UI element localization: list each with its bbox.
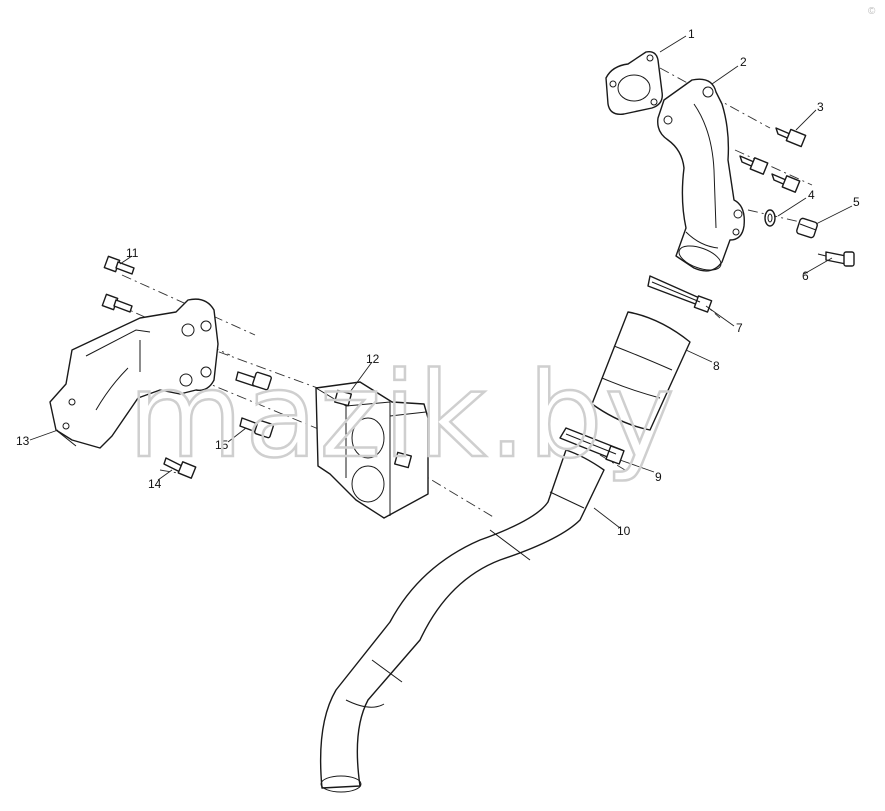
part-hose-sleeve	[591, 311, 691, 431]
label-part-9: 9	[655, 470, 662, 484]
label-part-13: 13	[16, 434, 30, 448]
part-support-block	[315, 381, 429, 519]
label-part-3: 3	[817, 100, 824, 114]
label-part-8: 8	[713, 359, 720, 373]
part-clamp-7	[647, 275, 713, 313]
part-clamp-9	[559, 427, 625, 465]
part-sensor	[817, 251, 855, 267]
part-bracket	[49, 298, 219, 449]
label-part-10: 10	[617, 524, 631, 538]
label-part-11: 11	[126, 246, 139, 260]
label-part-7: 7	[736, 321, 743, 335]
label-part-1: 1	[688, 27, 695, 41]
label-part-15: 15	[215, 438, 229, 452]
label-part-5: 5	[853, 195, 860, 209]
part-gasket	[605, 50, 663, 115]
label-part-14: 14	[148, 477, 162, 491]
label-part-12: 12	[366, 352, 380, 366]
part-bolt-14	[163, 457, 197, 479]
part-long-pipe	[319, 449, 605, 793]
part-bolt-15	[235, 371, 274, 439]
label-part-2: 2	[740, 55, 747, 69]
label-part-6: 6	[802, 269, 809, 283]
copyright-mark: ©	[868, 6, 876, 17]
part-bolt-pair	[739, 155, 801, 193]
part-bolt-11	[103, 255, 135, 275]
part-number-labels: 1 2 3 4 5 6 7 8 9 10 11 12 13 14 15	[16, 27, 860, 538]
part-bolt-3	[775, 127, 807, 148]
part-bolt-upper	[101, 293, 133, 313]
watermark-text: mazik.by	[128, 346, 677, 484]
part-outlet-elbow	[657, 78, 745, 272]
label-part-4: 4	[808, 188, 815, 202]
part-plug	[796, 217, 818, 239]
leader-lines	[29, 35, 853, 529]
part-washer	[764, 209, 776, 227]
